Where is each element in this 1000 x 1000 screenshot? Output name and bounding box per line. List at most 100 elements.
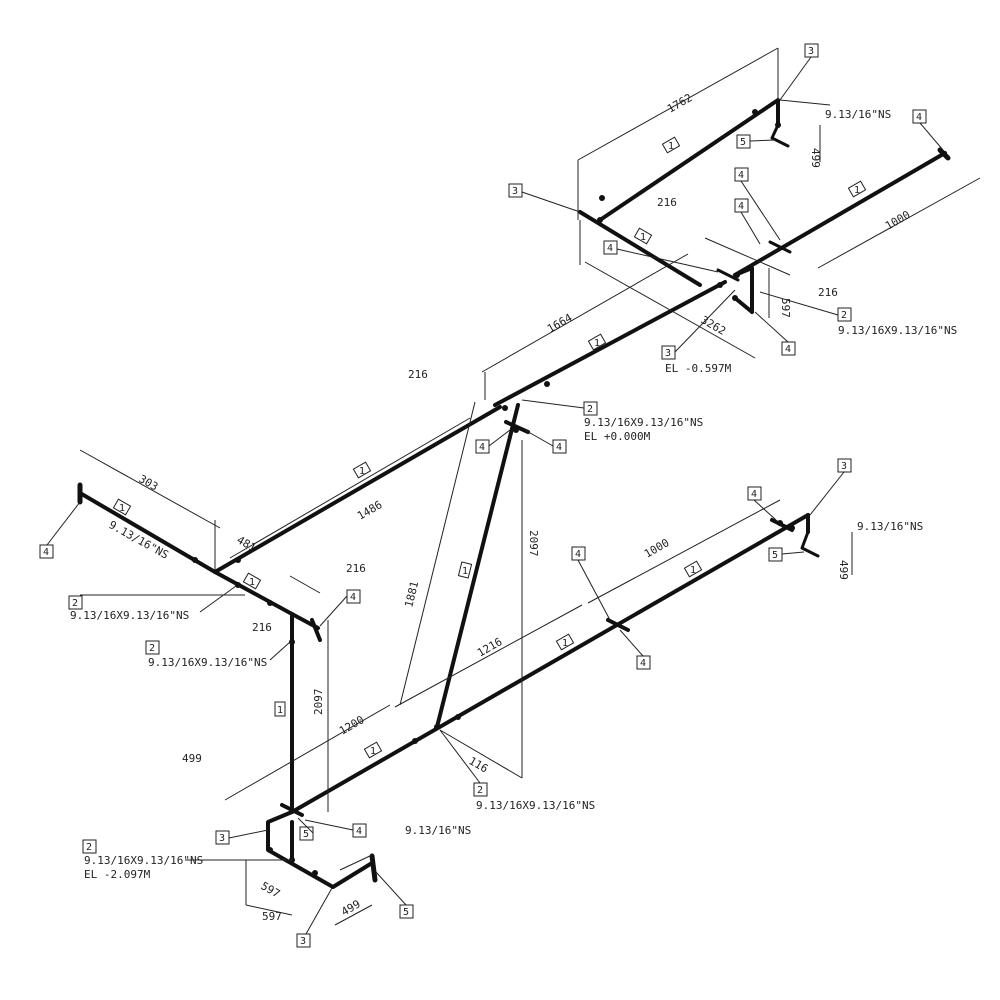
dim-499-low: 499 — [182, 752, 202, 765]
tag-flange: 4 — [734, 167, 749, 182]
tag-flange: 4 — [352, 823, 367, 838]
dim-1000-right: 1000 — [642, 536, 671, 561]
tag-flange: 4 — [747, 486, 762, 501]
tag-tee: 3 — [215, 830, 230, 845]
tag-flange: 4 — [571, 546, 586, 561]
pipe-tag: 1 — [847, 180, 867, 198]
svg-text:4: 4 — [575, 549, 581, 560]
svg-text:4: 4 — [640, 658, 646, 669]
svg-text:3: 3 — [808, 46, 814, 57]
pipe-tag: 1 — [457, 561, 473, 579]
pipe-tag: 1 — [587, 333, 607, 351]
tag-tee: 3 — [296, 933, 311, 948]
dim-1664: 1664 — [545, 311, 575, 336]
svg-text:2: 2 — [86, 842, 92, 853]
spec-left-reducer-b: 9.13/16X9.13/16"NS — [148, 656, 267, 669]
svg-text:3: 3 — [300, 936, 306, 947]
tag-tee: 3 — [804, 43, 819, 58]
svg-text:4: 4 — [738, 170, 744, 181]
dim-1486: 1486 — [355, 498, 384, 523]
dim-216-c: 216 — [408, 368, 428, 381]
elevation-top: EL +0.000M — [584, 430, 651, 443]
svg-text:5: 5 — [403, 907, 409, 918]
pipe-tag: 1 — [683, 560, 703, 578]
svg-text:4: 4 — [43, 547, 49, 558]
dim-2097-left: 2097 — [312, 689, 325, 716]
elevation-mid: EL -0.597M — [665, 362, 732, 375]
tag-tee: 3 — [508, 183, 523, 198]
flange-main-riser — [504, 420, 530, 434]
dim-597-low-a: 597 — [259, 879, 283, 900]
pipe-tag: 1 — [363, 741, 383, 759]
svg-text:4: 4 — [785, 344, 791, 355]
svg-text:3: 3 — [512, 186, 518, 197]
pipe-tag: 1 — [352, 461, 372, 479]
svg-text:3: 3 — [841, 461, 847, 472]
dim-1216: 1216 — [475, 635, 504, 660]
tag-flange: 4 — [475, 439, 490, 454]
dim-499-bottom: 499 — [339, 897, 363, 918]
svg-text:4: 4 — [350, 592, 356, 603]
flanges-and-supports — [77, 123, 951, 883]
tag-elbow: 2 — [82, 839, 97, 854]
svg-text:1: 1 — [562, 638, 568, 649]
pipe-left-elbow-run — [213, 570, 320, 630]
svg-text:1: 1 — [690, 565, 696, 576]
spec-left-reducer-a: 9.13/16X9.13/16"NS — [70, 609, 189, 622]
svg-text:4: 4 — [751, 489, 757, 500]
pipe-lower-run — [290, 513, 810, 814]
pipe-tag: 1 — [633, 227, 653, 245]
svg-text:2: 2 — [841, 310, 847, 321]
pipe-sloped-riser — [435, 403, 520, 729]
svg-text:5: 5 — [303, 829, 309, 840]
tag-flange: 4 — [552, 439, 567, 454]
pipe-tag: 1 — [242, 572, 262, 590]
svg-text:1: 1 — [854, 185, 860, 196]
dim-1881: 1881 — [402, 580, 421, 609]
flange-top-right-end — [937, 147, 951, 161]
pipe-tag: 1 — [274, 701, 286, 717]
pipe-top-branch — [598, 98, 780, 222]
svg-text:4: 4 — [738, 201, 744, 212]
svg-text:2: 2 — [72, 598, 78, 609]
dim-1000-top: 1000 — [883, 208, 912, 233]
svg-text:4: 4 — [607, 243, 613, 254]
dim-597-low-b: 597 — [262, 910, 282, 923]
tag-support: 5 — [768, 547, 783, 562]
svg-text:1: 1 — [668, 141, 674, 152]
spec-bottom-ns: 9.13/16"NS — [405, 824, 471, 837]
spec-bottom-reducer: 9.13/16X9.13/16"NS — [84, 854, 203, 867]
tag-elbow: 2 — [583, 401, 598, 416]
svg-text:4: 4 — [479, 442, 485, 453]
spec-mid-reducer: 9.13/16X9.13/16"NS — [584, 416, 703, 429]
tag-leaders — [46, 56, 944, 935]
support-top — [770, 123, 790, 148]
tag-flange: 4 — [636, 655, 651, 670]
spec-right-ns: 9.13/16"NS — [857, 520, 923, 533]
dim-2097-mid: 2097 — [527, 530, 540, 557]
flange-lower-left — [280, 803, 304, 817]
dimension-lines — [79, 47, 981, 926]
svg-text:3: 3 — [219, 833, 225, 844]
elevation-bottom: EL -2.097M — [84, 868, 151, 881]
dim-216-e: 216 — [252, 621, 272, 634]
dim-216-a: 216 — [657, 196, 677, 209]
svg-text:1: 1 — [249, 577, 255, 588]
svg-text:5: 5 — [740, 137, 746, 148]
svg-text:1: 1 — [370, 746, 376, 757]
pipe-tag: 1 — [661, 136, 681, 154]
svg-text:2: 2 — [149, 643, 155, 654]
svg-text:1: 1 — [640, 232, 646, 243]
spec-lower-reducer: 9.13/16X9.13/16"NS — [476, 799, 595, 812]
svg-text:4: 4 — [916, 112, 922, 123]
tag-elbow: 2 — [145, 640, 160, 655]
flange-left-elbow — [310, 618, 322, 642]
svg-text:2: 2 — [477, 785, 483, 796]
tag-support: 5 — [299, 826, 314, 841]
tag-flange: 4 — [603, 240, 618, 255]
dim-1762: 1762 — [665, 91, 694, 116]
tag-flange: 4 — [734, 198, 749, 213]
flange-right-run — [770, 518, 794, 532]
svg-text:3: 3 — [665, 348, 671, 359]
